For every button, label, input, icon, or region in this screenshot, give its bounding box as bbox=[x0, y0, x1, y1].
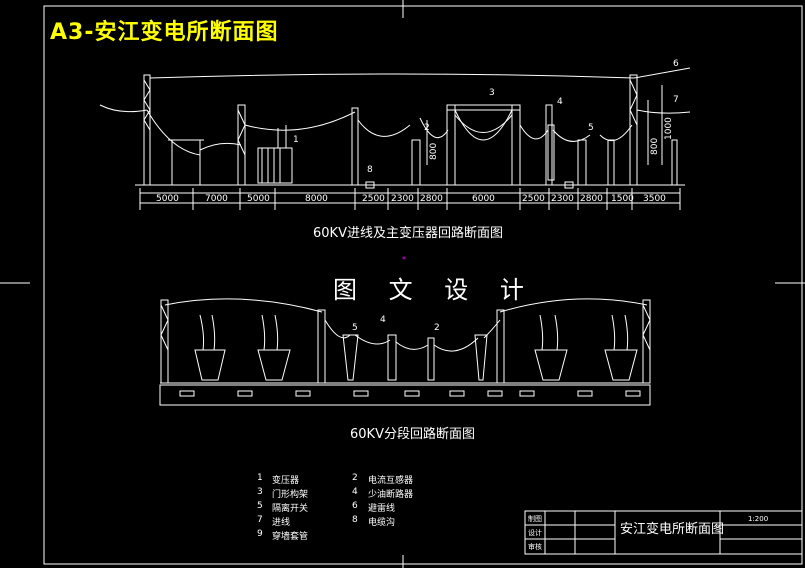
section1-height-labels: 800 800 1000 bbox=[429, 117, 674, 160]
title-block-row-2: 设计 bbox=[528, 529, 542, 537]
section2-callouts: 5 4 2 bbox=[352, 315, 440, 333]
legend-num-9: 9 bbox=[257, 529, 263, 539]
section1-towers bbox=[143, 74, 678, 186]
section1-caption: 60KV进线及主变压器回路断面图 bbox=[313, 226, 503, 241]
dimension-label: 3500 bbox=[643, 194, 666, 204]
section1-dimension-ticks bbox=[139, 188, 681, 210]
callout-number: 6 bbox=[673, 59, 679, 69]
legend-num-1: 1 bbox=[257, 473, 263, 483]
section1-callouts: 1 2 3 4 5 6 7 8 bbox=[293, 59, 679, 175]
section2-caption: 60KV分段回路断面图 bbox=[350, 427, 475, 442]
legend-num-5: 5 bbox=[257, 501, 263, 511]
legend-label-7: 进线 bbox=[272, 518, 291, 528]
section2-wires bbox=[164, 298, 648, 352]
callout-number: 2 bbox=[424, 123, 430, 133]
legend-label-5: 隔离开关 bbox=[272, 504, 309, 514]
section2-structure bbox=[159, 298, 651, 406]
dimension-label: 2800 bbox=[420, 194, 443, 204]
section2-cable-boxes bbox=[179, 390, 641, 397]
dimension-label: 2500 bbox=[522, 194, 545, 204]
callout-number: 5 bbox=[588, 123, 594, 133]
callout-number: 2 bbox=[434, 323, 440, 333]
dimension-label: 2300 bbox=[551, 194, 574, 204]
section1-wires bbox=[99, 67, 691, 156]
callout-number: 4 bbox=[380, 315, 386, 325]
dimension-label: 6000 bbox=[472, 194, 495, 204]
section2-disconnectors bbox=[194, 334, 638, 381]
legend-label-9: 穿墙套管 bbox=[272, 532, 309, 542]
callout-number: 5 bbox=[352, 323, 358, 333]
dimension-label: 1500 bbox=[611, 194, 634, 204]
legend-label-4: 少油断路器 bbox=[368, 490, 414, 500]
watermark-text: 图 文 设 计 bbox=[333, 276, 536, 304]
legend-label-3: 门形构架 bbox=[272, 490, 309, 500]
callout-number: 3 bbox=[489, 88, 495, 98]
legend-num-2: 2 bbox=[352, 473, 358, 483]
legend-num-3: 3 bbox=[257, 487, 263, 497]
legend-num-6: 6 bbox=[352, 501, 358, 511]
dimension-label: 7000 bbox=[205, 194, 228, 204]
legend-num-8: 8 bbox=[352, 515, 358, 525]
section1-structure bbox=[99, 67, 691, 210]
title-block-scale: 1:200 bbox=[748, 515, 769, 523]
legend-label-1: 变压器 bbox=[272, 476, 300, 486]
height-label: 800 bbox=[429, 143, 439, 160]
legend-label-2: 电流互感器 bbox=[368, 476, 414, 486]
height-label: 800 bbox=[650, 138, 660, 155]
legend-num-4: 4 bbox=[352, 487, 358, 497]
section1-dimension-labels: 5000 7000 5000 8000 2500 2300 2800 6000 2500 2300… bbox=[156, 194, 666, 204]
title-block-row-3: 审核 bbox=[528, 543, 542, 551]
dimension-label: 2500 bbox=[362, 194, 385, 204]
dimension-label: 2800 bbox=[580, 194, 603, 204]
dimension-label: 5000 bbox=[247, 194, 270, 204]
legend-num-7: 7 bbox=[257, 515, 263, 525]
section2-towers bbox=[160, 299, 651, 384]
title-block-name: 安江变电所断面图 bbox=[620, 522, 725, 537]
dimension-label: 2300 bbox=[391, 194, 414, 204]
callout-number: 8 bbox=[367, 165, 373, 175]
title-block-row-1: 制图 bbox=[528, 515, 542, 523]
height-label: 1000 bbox=[664, 117, 674, 140]
callout-number: 4 bbox=[557, 97, 563, 107]
drawing-title: A3-安江变电所断面图 bbox=[50, 20, 279, 45]
dimension-label: 8000 bbox=[305, 194, 328, 204]
insertion-marker: * bbox=[402, 255, 406, 264]
dimension-label: 5000 bbox=[156, 194, 179, 204]
legend-label-8: 电缆沟 bbox=[368, 518, 396, 528]
section1-equipment bbox=[365, 124, 615, 189]
section1-transformer bbox=[168, 125, 293, 186]
title-block bbox=[524, 510, 803, 555]
callout-number: 7 bbox=[673, 95, 679, 105]
callout-number: 1 bbox=[293, 135, 299, 145]
legend-label-6: 避雷线 bbox=[368, 504, 396, 514]
